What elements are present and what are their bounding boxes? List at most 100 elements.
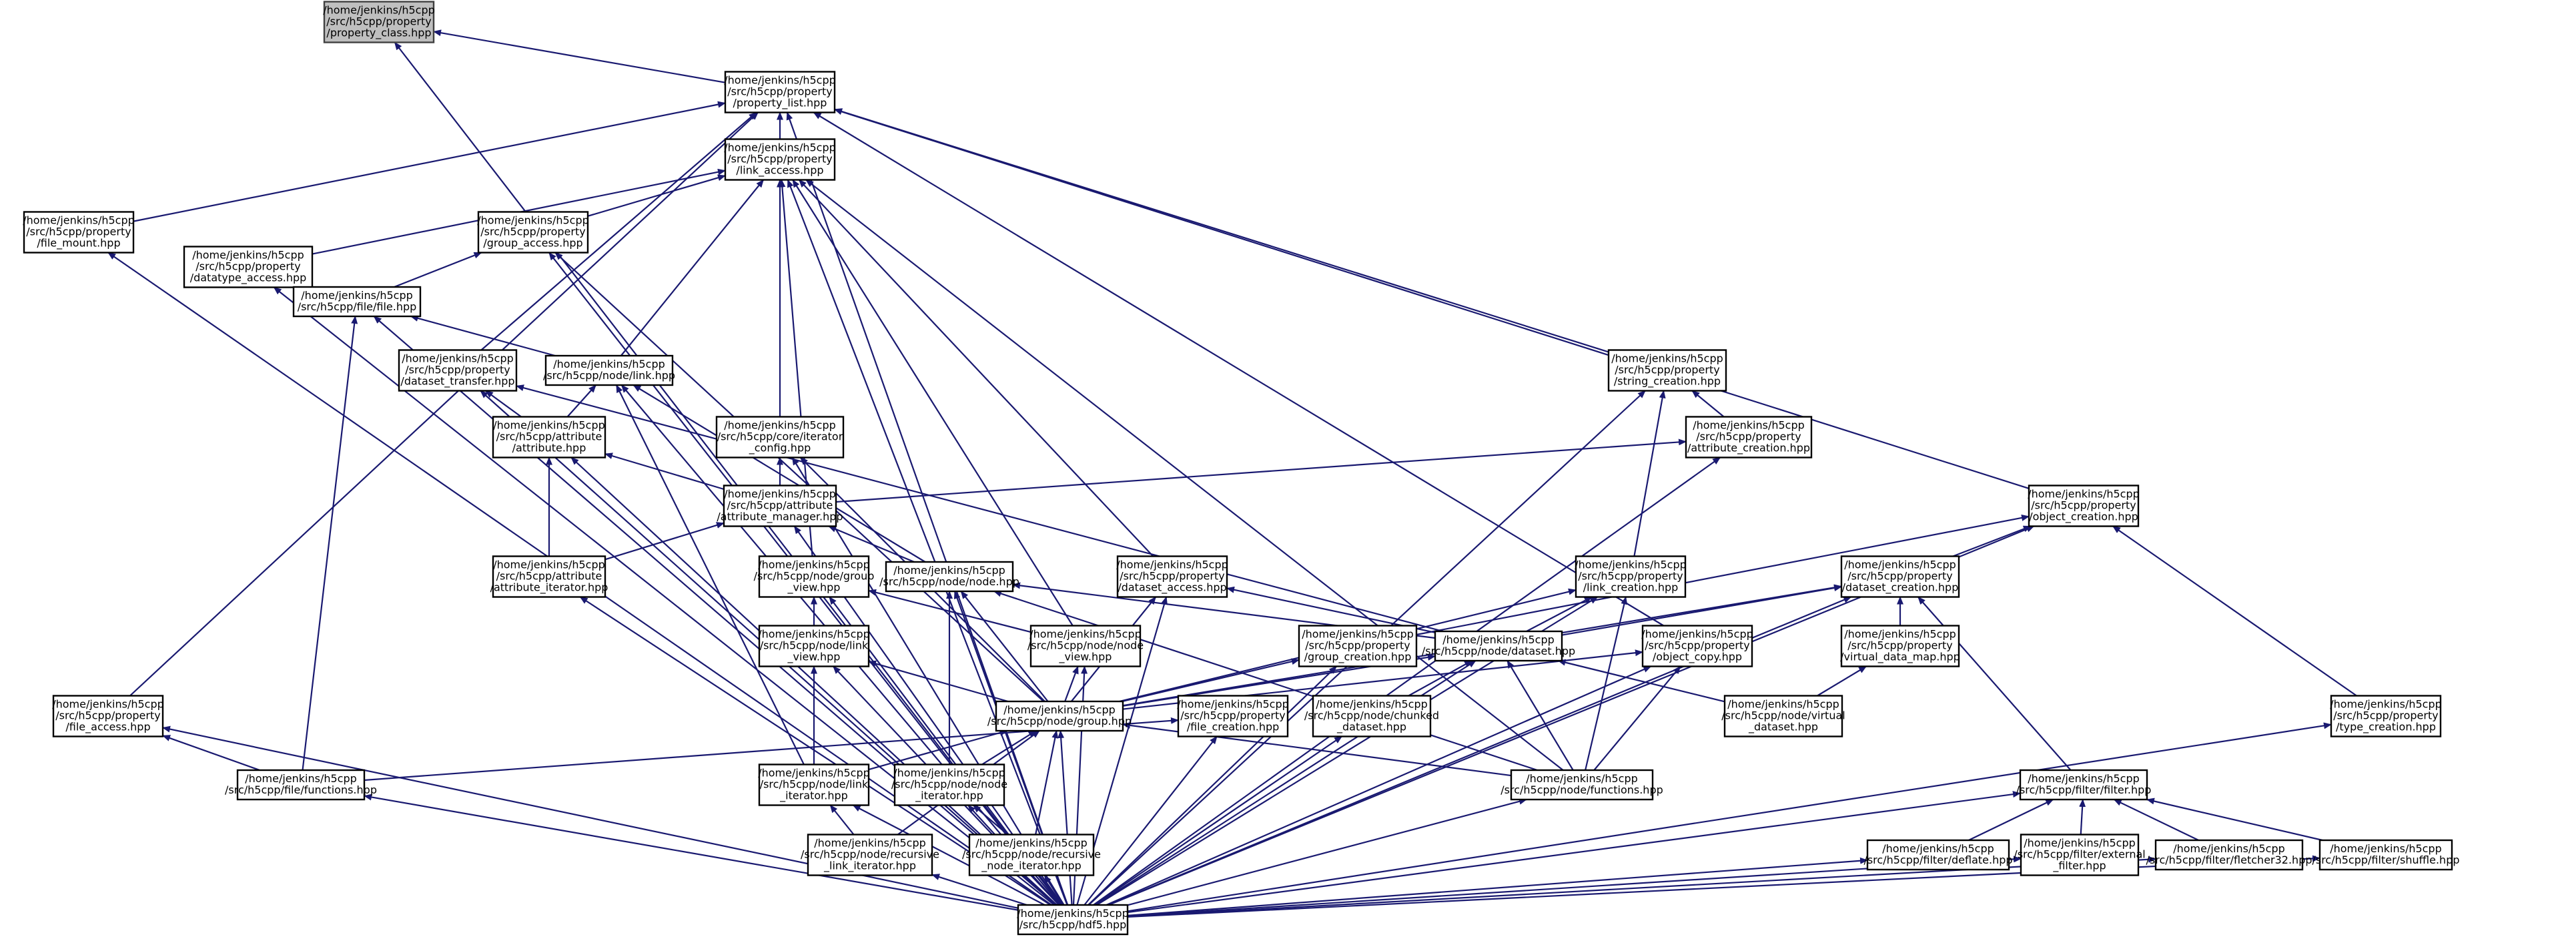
node-label-line: /home/jenkins/h5cpp (323, 4, 435, 17)
node-box (1607, 349, 1727, 392)
edge-hdf5-to-link-iterator (852, 804, 1045, 906)
node-label-line: /home/jenkins/h5cpp (975, 837, 1088, 850)
header-node-dataset-transfer[interactable]: /home/jenkins/h5cpp/src/h5cpp/property/d… (398, 349, 518, 392)
node-box (292, 286, 422, 318)
header-node-recursive-link-iterator[interactable]: /home/jenkins/h5cpp/src/h5cpp/node/recur… (801, 834, 939, 876)
header-node-type-creation[interactable]: /home/jenkins/h5cpp/src/h5cpp/property/t… (2330, 695, 2442, 737)
node-label-line: _iterator.hpp (779, 790, 848, 803)
edge-node-view-to-link-access (792, 179, 1074, 627)
header-node-group-creation[interactable]: /home/jenkins/h5cpp/src/h5cpp/property/g… (1298, 625, 1418, 667)
header-node-string-creation[interactable]: /home/jenkins/h5cpp/src/h5cpp/property/s… (1607, 349, 1727, 392)
node-box (1177, 695, 1289, 737)
header-node-attribute-iterator[interactable]: /home/jenkins/h5cpp/src/h5cpp/attribute/… (490, 555, 608, 598)
node-label-line: /object_copy.hpp (1653, 651, 1742, 664)
node-label-line: /src/h5cpp/property (405, 364, 510, 376)
edge-file-to-group-access (394, 252, 482, 288)
header-node-fletcher32[interactable]: /home/jenkins/h5cpp/src/h5cpp/filter/fle… (2146, 839, 2312, 871)
edge-link-iterator-to-group (868, 729, 1008, 771)
edge-dataset-to-dataset-transfer (516, 384, 1444, 633)
edge-chunked-dataset-to-dataset (1408, 660, 1473, 697)
node-label-line: /src/h5cpp/property (26, 226, 131, 238)
node-label-line: /group_access.hpp (483, 237, 582, 250)
node-label-line: /src/h5cpp/node/node.hpp (879, 575, 1019, 588)
header-node-hdf5[interactable]: /home/jenkins/h5cpp/src/h5cpp/hdf5.hpp (1017, 904, 1129, 936)
edge-fletcher32-to-filter (2113, 799, 2199, 841)
node-label-line: /src/h5cpp/node/link (760, 778, 869, 791)
edge-recursive-node-iterator-to-group (1035, 730, 1059, 835)
node-box (2154, 839, 2304, 871)
header-node-file-functions[interactable]: /home/jenkins/h5cpp/src/h5cpp/file/funct… (225, 769, 377, 801)
header-node-datatype-access[interactable]: /home/jenkins/h5cpp/src/h5cpp/property/d… (183, 246, 314, 288)
node-label-line: /src/h5cpp/property (55, 709, 160, 722)
node-label-line: /src/h5cpp/hdf5.hpp (1019, 918, 1127, 931)
edge-object-copy-to-property-list (813, 111, 1665, 627)
header-node-link-view[interactable]: /home/jenkins/h5cpp/src/h5cpp/node/link_… (758, 625, 870, 667)
edge-attribute-iterator-to-attribute-manager (604, 522, 725, 561)
edge-hdf5-to-attribute-creation (1093, 456, 1721, 906)
header-node-attribute-manager[interactable]: /home/jenkins/h5cpp/src/h5cpp/attribute/… (717, 485, 843, 527)
node-box (724, 71, 836, 113)
node-label-line: /src/h5cpp/attribute (496, 570, 602, 583)
header-node-file-mount[interactable]: /home/jenkins/h5cpp/src/h5cpp/property/f… (23, 211, 135, 254)
node-label-line: /link_creation.hpp (1583, 581, 1679, 595)
edge-node-functions-to-node (993, 590, 1538, 771)
header-node-deflate[interactable]: /home/jenkins/h5cpp/src/h5cpp/filter/def… (1863, 839, 2013, 871)
node-label-line: _dataset.hpp (1748, 721, 1818, 734)
header-node-node-view[interactable]: /home/jenkins/h5cpp/src/h5cpp/node/node_… (1027, 625, 1144, 667)
node-label-line: /home/jenkins/h5cpp (2028, 488, 2140, 501)
node-label-line: /home/jenkins/h5cpp (1029, 628, 1142, 641)
header-node-link-iterator[interactable]: /home/jenkins/h5cpp/src/h5cpp/node/link_… (758, 763, 870, 806)
header-node-link[interactable]: /home/jenkins/h5cpp/src/h5cpp/node/link.… (543, 354, 675, 386)
node-label-line: /home/jenkins/h5cpp (1727, 698, 1839, 711)
header-node-file-creation[interactable]: /home/jenkins/h5cpp/src/h5cpp/property/f… (1177, 695, 1289, 737)
header-node-virtual-dataset[interactable]: /home/jenkins/h5cpp/src/h5cpp/node/virtu… (1721, 695, 1845, 737)
edge-group-to-node (960, 591, 1049, 702)
node-label-line: /src/h5cpp/filter/external (2014, 848, 2145, 861)
header-node-node[interactable]: /home/jenkins/h5cpp/src/h5cpp/node/node.… (879, 561, 1019, 593)
header-node-file-access[interactable]: /home/jenkins/h5cpp/src/h5cpp/property/f… (52, 695, 164, 737)
header-node-dataset-access[interactable]: /home/jenkins/h5cpp/src/h5cpp/property/d… (1116, 555, 1228, 598)
header-node-filter[interactable]: /home/jenkins/h5cpp/src/h5cpp/filter/fil… (2016, 769, 2152, 801)
header-node-property-list[interactable]: /home/jenkins/h5cpp/src/h5cpp/property/p… (724, 71, 836, 113)
header-node-external-filter[interactable]: /home/jenkins/h5cpp/src/h5cpp/filter/ext… (2014, 834, 2146, 876)
node-label-line: /home/jenkins/h5cpp (1316, 698, 1428, 711)
node-label-line: /dataset_creation.hpp (1842, 581, 1959, 595)
header-node-object-creation[interactable]: /home/jenkins/h5cpp/src/h5cpp/property/o… (2028, 485, 2140, 527)
header-node-chunked-dataset[interactable]: /home/jenkins/h5cpp/src/h5cpp/node/chunk… (1304, 695, 1439, 737)
header-node-link-access[interactable]: /home/jenkins/h5cpp/src/h5cpp/property/l… (724, 138, 836, 181)
edge-virtual-dataset-to-virtual-data-map (1817, 665, 1867, 697)
header-node-recursive-node-iterator[interactable]: /home/jenkins/h5cpp/src/h5cpp/node/recur… (962, 834, 1101, 876)
header-node-shuffle[interactable]: /home/jenkins/h5cpp/src/h5cpp/filter/shu… (2312, 839, 2460, 871)
header-node-attribute[interactable]: /home/jenkins/h5cpp/src/h5cpp/attribute/… (492, 416, 606, 458)
node-label-line: /home/jenkins/h5cpp (724, 419, 836, 432)
node-box (23, 211, 135, 254)
node-label-line: /home/jenkins/h5cpp (724, 488, 836, 501)
node-box (2019, 769, 2148, 801)
node-label-line: /src/h5cpp/attribute (496, 430, 602, 443)
edge-file-mount-to-property-list (133, 101, 726, 222)
header-node-object-copy[interactable]: /home/jenkins/h5cpp/src/h5cpp/property/o… (1641, 625, 1753, 667)
header-node-link-creation[interactable]: /home/jenkins/h5cpp/src/h5cpp/property/l… (1575, 555, 1687, 598)
header-node-group[interactable]: /home/jenkins/h5cpp/src/h5cpp/node/group… (987, 700, 1132, 732)
edge-link-iterator-to-link (615, 384, 805, 765)
header-node-node-iterator[interactable]: /home/jenkins/h5cpp/src/h5cpp/node/node_… (891, 763, 1007, 806)
edge-hdf5-to-chunked-dataset (1094, 735, 1343, 906)
header-node-group-access[interactable]: /home/jenkins/h5cpp/src/h5cpp/property/g… (477, 211, 589, 254)
node-label-line: /file_access.hpp (65, 721, 150, 734)
header-node-file[interactable]: /home/jenkins/h5cpp/src/h5cpp/file/file.… (292, 286, 422, 318)
header-node-attribute-creation[interactable]: /home/jenkins/h5cpp/src/h5cpp/property/a… (1685, 416, 1813, 458)
node-label-line: /property_class.hpp (326, 27, 431, 40)
edge-hdf5-to-link-access (787, 179, 1068, 906)
header-node-iterator-config[interactable]: /home/jenkins/h5cpp/src/h5cpp/core/itera… (715, 416, 845, 458)
header-node-dataset[interactable]: /home/jenkins/h5cpp/src/h5cpp/node/datas… (1422, 630, 1575, 662)
header-node-virtual-data-map[interactable]: /home/jenkins/h5cpp/src/h5cpp/property/v… (1840, 625, 1960, 667)
edge-hdf5-to-group (1057, 730, 1073, 906)
node-label-line: /src/h5cpp/property (1120, 570, 1224, 583)
header-node-node-functions[interactable]: /home/jenkins/h5cpp/src/h5cpp/node/funct… (1500, 769, 1663, 801)
header-node-group-view[interactable]: /home/jenkins/h5cpp/src/h5cpp/node/group… (754, 555, 875, 598)
node-label-line: /home/jenkins/h5cpp (493, 559, 605, 571)
header-node-property-class[interactable]: /home/jenkins/h5cpp/src/h5cpp/property/p… (323, 1, 435, 43)
node-label-line: /home/jenkins/h5cpp (1526, 772, 1638, 785)
header-node-dataset-creation[interactable]: /home/jenkins/h5cpp/src/h5cpp/property/d… (1840, 555, 1960, 598)
edge-hdf5-to-recursive-node-iterator (1043, 874, 1064, 906)
